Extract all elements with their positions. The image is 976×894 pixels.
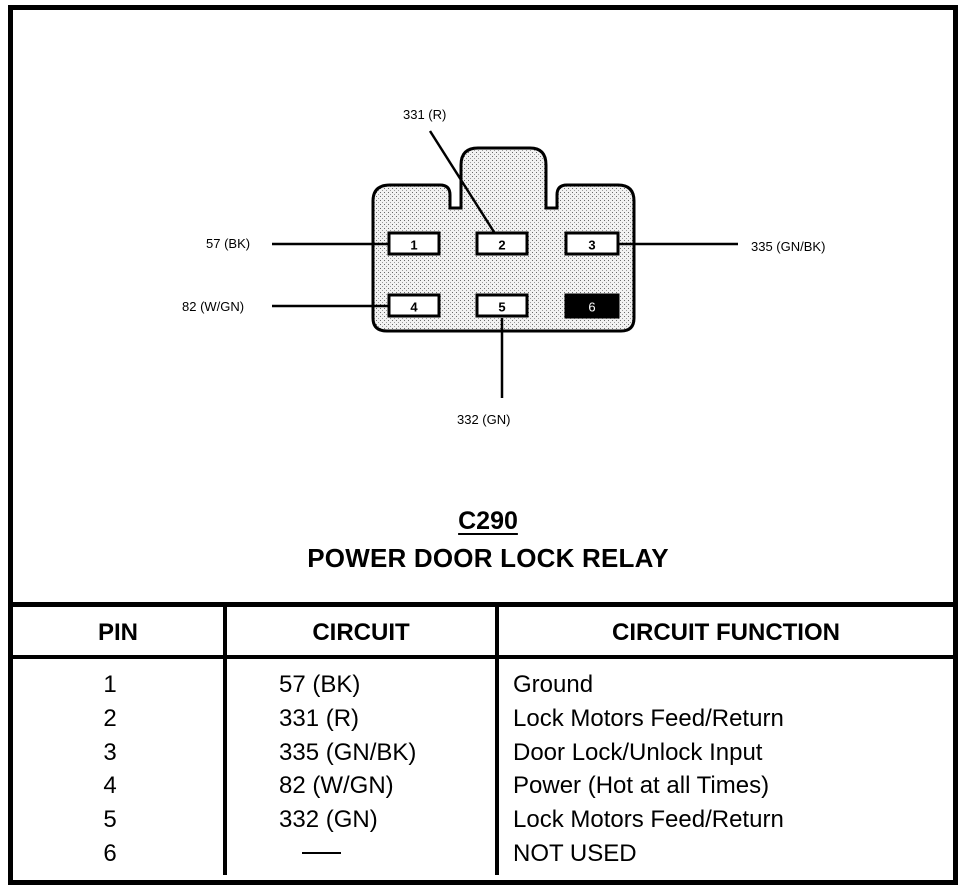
cell-function: Power (Hot at all Times) xyxy=(513,772,770,800)
table-header-rule xyxy=(13,655,953,659)
pin-1-number: 1 xyxy=(410,238,417,253)
cell-circuit-not-used xyxy=(279,840,341,868)
cell-function: Lock Motors Feed/Return xyxy=(513,806,784,834)
pin-2-number: 2 xyxy=(498,238,505,253)
header-pin: PIN xyxy=(97,619,138,646)
cell-circuit: 82 (W/GN) xyxy=(279,772,394,800)
pin-3: 3 xyxy=(564,231,620,256)
cell-circuit: 332 (GN) xyxy=(279,806,378,834)
table-row: 4 82 (W/GN) Power (Hot at all Times) xyxy=(13,772,953,806)
cell-pin: 5 xyxy=(103,806,117,834)
connector-face-svg: 1 2 3 4 5 6 xyxy=(272,130,738,398)
cell-circuit: 57 (BK) xyxy=(279,671,361,698)
connector-diagram: 1 2 3 4 5 6 331 (R) 57 (BK) 82 (W/GN) 33… xyxy=(0,107,976,573)
table-row: 1 57 (BK) Ground xyxy=(13,671,953,705)
connector-id: C290 xyxy=(458,507,518,535)
wire-pin2 xyxy=(428,130,496,233)
header-circuit: CIRCUIT xyxy=(312,619,410,646)
pin-3-number: 3 xyxy=(588,238,595,253)
wire-label-pin5: 332 (GN) xyxy=(457,412,511,427)
pin-5: 5 xyxy=(475,293,529,318)
cell-function: Door Lock/Unlock Input xyxy=(513,738,763,766)
outer-frame xyxy=(8,5,958,885)
column-divider-1 xyxy=(223,602,227,875)
column-divider-2 xyxy=(495,602,499,875)
table-body: 1 57 (BK) Ground 2 331 (R) Lock Motors F… xyxy=(13,671,953,874)
header-circuit-function: CIRCUIT FUNCTION xyxy=(612,619,840,646)
dash-glyph xyxy=(302,851,341,854)
wire-label-pin3: 335 (GN/BK) xyxy=(751,239,826,254)
cell-function: Ground xyxy=(513,671,594,698)
pin-6-number: 6 xyxy=(588,300,595,315)
cell-pin: 1 xyxy=(103,671,117,698)
pin-6: 6 xyxy=(564,293,620,319)
connector-name-title: POWER DOOR LOCK RELAY xyxy=(307,543,669,573)
table-row: 3 335 (GN/BK) Door Lock/Unlock Input xyxy=(13,739,953,773)
cell-pin: 3 xyxy=(103,738,117,766)
pinout-table: PIN CIRCUIT CIRCUIT FUNCTION 1 57 (BK) G… xyxy=(13,602,953,875)
cell-pin: 6 xyxy=(103,839,117,867)
table-row: 2 331 (R) Lock Motors Feed/Return xyxy=(13,705,953,739)
table-row: 5 332 (GN) Lock Motors Feed/Return xyxy=(13,806,953,840)
pin-1: 1 xyxy=(387,231,441,256)
connector-id-title: C290 xyxy=(0,507,976,536)
pin-2: 2 xyxy=(475,231,529,256)
table-row: 6 NOT USED xyxy=(13,840,953,874)
cell-pin: 2 xyxy=(103,704,117,732)
wire-label-pin2: 331 (R) xyxy=(403,107,447,122)
cell-circuit: 331 (R) xyxy=(279,704,360,732)
pin-5-number: 5 xyxy=(498,300,505,315)
cell-function: Lock Motors Feed/Return xyxy=(513,704,784,732)
pin-4-number: 4 xyxy=(410,300,418,315)
cell-function: NOT USED xyxy=(513,839,637,867)
cell-pin: 4 xyxy=(103,772,117,800)
table-top-rule xyxy=(13,602,953,607)
pin-4: 4 xyxy=(387,293,441,318)
cell-circuit: 335 (GN/BK) xyxy=(279,738,417,766)
wire-label-pin4: 82 (W/GN) xyxy=(182,299,245,314)
wire-label-pin1: 57 (BK) xyxy=(206,236,251,251)
